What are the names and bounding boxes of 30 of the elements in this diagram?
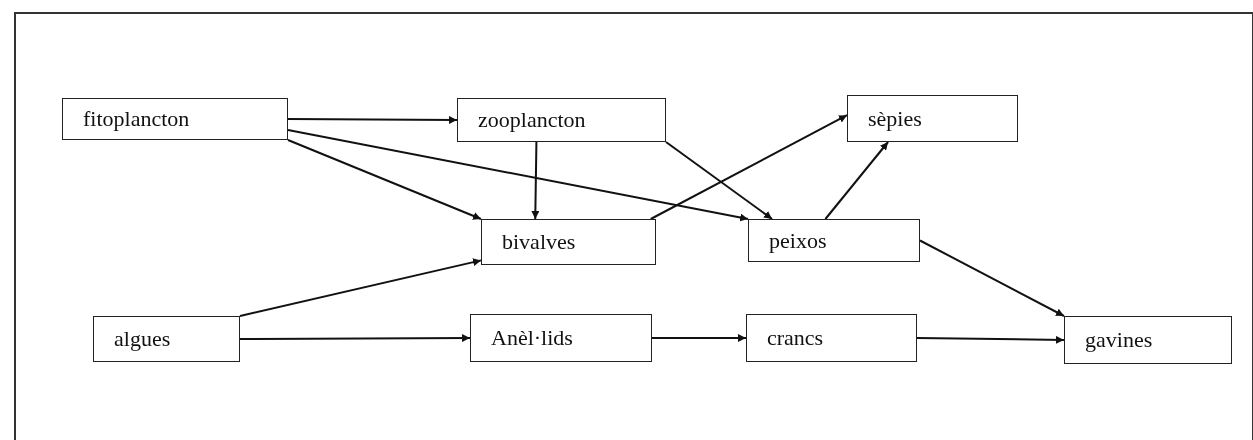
arrow [916, 335, 1065, 344]
arrow [824, 141, 890, 220]
organism-box [457, 98, 666, 142]
arrow [287, 139, 482, 220]
organism-name: gavines [1085, 329, 1153, 351]
arrow [919, 239, 1065, 317]
arrow [665, 141, 774, 220]
arrow [287, 128, 749, 222]
organism-name: fitoplancton [83, 108, 190, 130]
organism-box [93, 316, 240, 362]
arrow [531, 141, 540, 220]
arrow [649, 114, 848, 220]
organism-box [1064, 316, 1232, 364]
organism-name: crancs [767, 327, 824, 349]
arrow [239, 334, 471, 343]
arrow [287, 115, 458, 124]
organism-box [481, 219, 656, 265]
organism-name: peixos [769, 229, 827, 252]
organism-name: bivalves [502, 231, 576, 253]
organism-name: zooplancton [478, 109, 586, 131]
organism-box [746, 314, 917, 362]
organism-box [470, 314, 652, 362]
organism-name: Anèl·lids [491, 327, 573, 349]
organism-name: sèpies [868, 107, 922, 130]
organism-box [748, 219, 920, 262]
arrow [239, 258, 482, 317]
organism-name: algues [114, 328, 171, 350]
organism-box [847, 95, 1018, 142]
arrow [651, 334, 747, 342]
organism-box [62, 98, 288, 140]
